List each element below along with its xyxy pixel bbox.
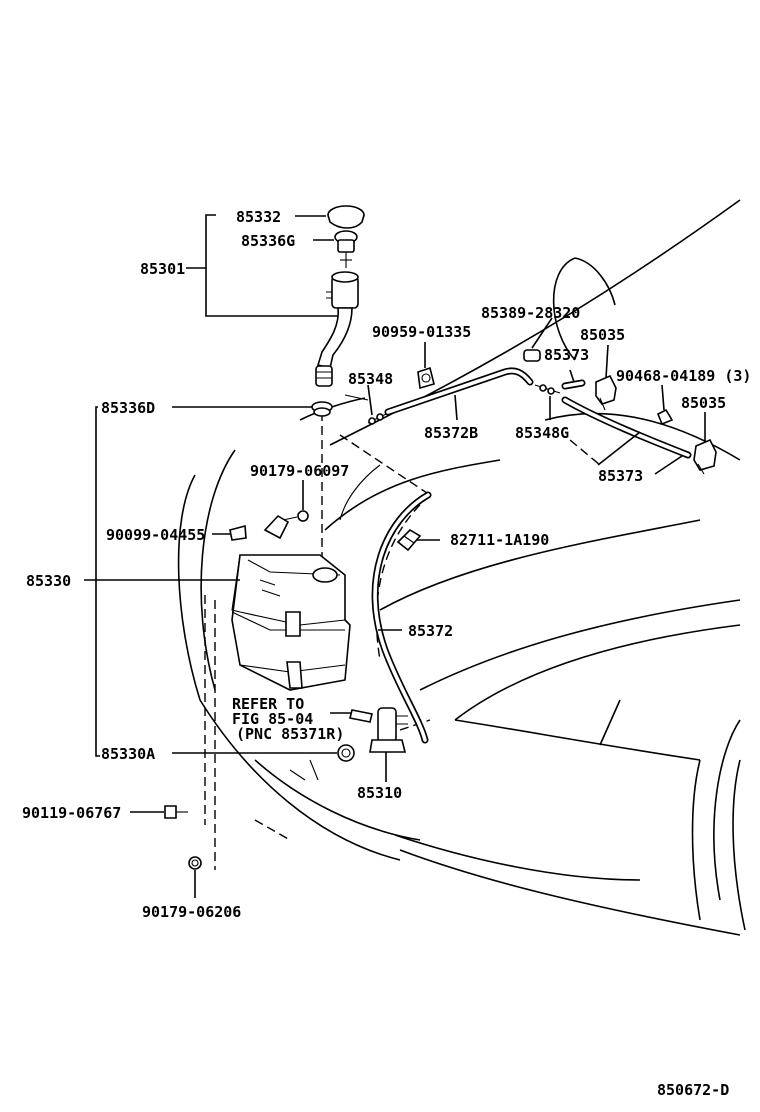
dashed-leader-lines: [204, 412, 601, 870]
hose-85372: [371, 491, 432, 744]
filler-neck-85301: [315, 271, 359, 387]
nozzle-85035-left: [595, 374, 617, 411]
label-refer-line3: (PNC 85371R): [236, 725, 344, 743]
label-85035-lower: 85035: [681, 394, 726, 412]
label-90179-06097: 90179-06097: [250, 462, 349, 480]
clip-90099-04455: [229, 514, 290, 541]
label-85301: 85301: [140, 260, 185, 278]
label-85372b: 85372B: [424, 424, 478, 442]
clamp-90959-01335: [417, 366, 435, 390]
label-85373-upper: 85373: [544, 346, 589, 364]
label-85336d: 85336D: [101, 399, 155, 417]
label-90468-04189: 90468-04189 (3): [616, 367, 751, 385]
check-valve-85389-28320: [523, 349, 541, 362]
label-85330: 85330: [26, 572, 71, 590]
label-85035-upper: 85035: [580, 326, 625, 344]
label-refer-line2: FIG 85-04: [232, 710, 313, 728]
grommet-85336d: [311, 401, 333, 417]
vehicle-body-outline: [177, 199, 746, 936]
nozzle-85035-right: [693, 438, 717, 475]
label-90099-04455: 90099-04455: [106, 526, 205, 544]
clamp-82711-1a190: [396, 528, 422, 552]
figure-id: 850672-D: [657, 1081, 729, 1099]
label-90119-06767: 90119-06767: [22, 804, 121, 822]
washer-pump-85310: [349, 707, 408, 753]
label-85372: 85372: [408, 622, 453, 640]
label-leaders: [84, 214, 706, 898]
hose-85373-short: [561, 379, 586, 390]
connector-85348: [367, 413, 387, 425]
hose-85373-long: [561, 396, 692, 459]
grommet-85330a: [337, 744, 355, 762]
washer-tank-85330: [231, 554, 351, 691]
joint-85348g: [534, 384, 561, 395]
bolt-90179-06206: [188, 856, 202, 870]
label-90179-06206: 90179-06206: [142, 903, 241, 921]
hose-85372b: [384, 367, 534, 416]
label-85373-lower: 85373: [598, 467, 643, 485]
label-90959-01335: 90959-01335: [372, 323, 471, 341]
filler-cap-85332: [327, 205, 365, 229]
label-85348: 85348: [348, 370, 393, 388]
label-85310: 85310: [357, 784, 402, 802]
label-85332: 85332: [236, 208, 281, 226]
label-85348g: 85348G: [515, 424, 569, 442]
clip-90468-04189: [656, 408, 674, 426]
label-85389-28320: 85389-28320: [481, 304, 580, 322]
label-82711-1a190: 82711-1A190: [450, 531, 549, 549]
label-85330a: 85330A: [101, 745, 155, 763]
bolt-90119-06767: [164, 805, 188, 819]
part-number-labels: 85332 85336G 85301 85336D 90959-01335 85…: [22, 208, 751, 1099]
label-85336g: 85336G: [241, 232, 295, 250]
cap-seal-85336g: [334, 230, 358, 268]
bolt-90179-06097: [282, 510, 309, 522]
label-refer-line1: REFER TO: [232, 695, 304, 713]
